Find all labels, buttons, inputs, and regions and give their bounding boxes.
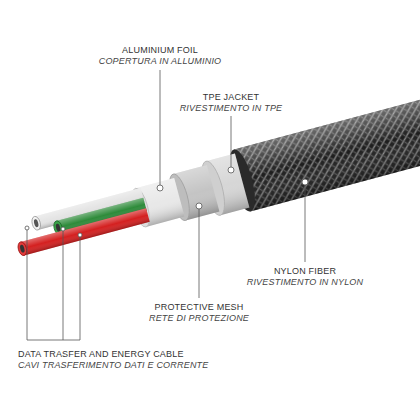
part-label: PROTECTIVE MESH: [154, 302, 243, 313]
part-label: DATA TRASFER AND ENERGY CABLE: [18, 349, 184, 360]
label-italian: COPERTURA IN ALLUMINIO: [99, 56, 222, 67]
label-italian: RETE DI PROTEZIONE: [149, 313, 249, 324]
label-italian: CAVI TRASFERIMENTO DATI E CORRENTE: [18, 360, 209, 371]
part-label: NYLON FIBER: [274, 266, 336, 277]
part-label: ALUMINIUM FOIL: [122, 45, 198, 56]
label-italian: RIVESTIMENTO IN TPE: [180, 103, 283, 114]
part-label: TPE JACKET: [203, 92, 260, 103]
label-italian: RIVESTIMENTO IN NYLON: [247, 277, 364, 288]
